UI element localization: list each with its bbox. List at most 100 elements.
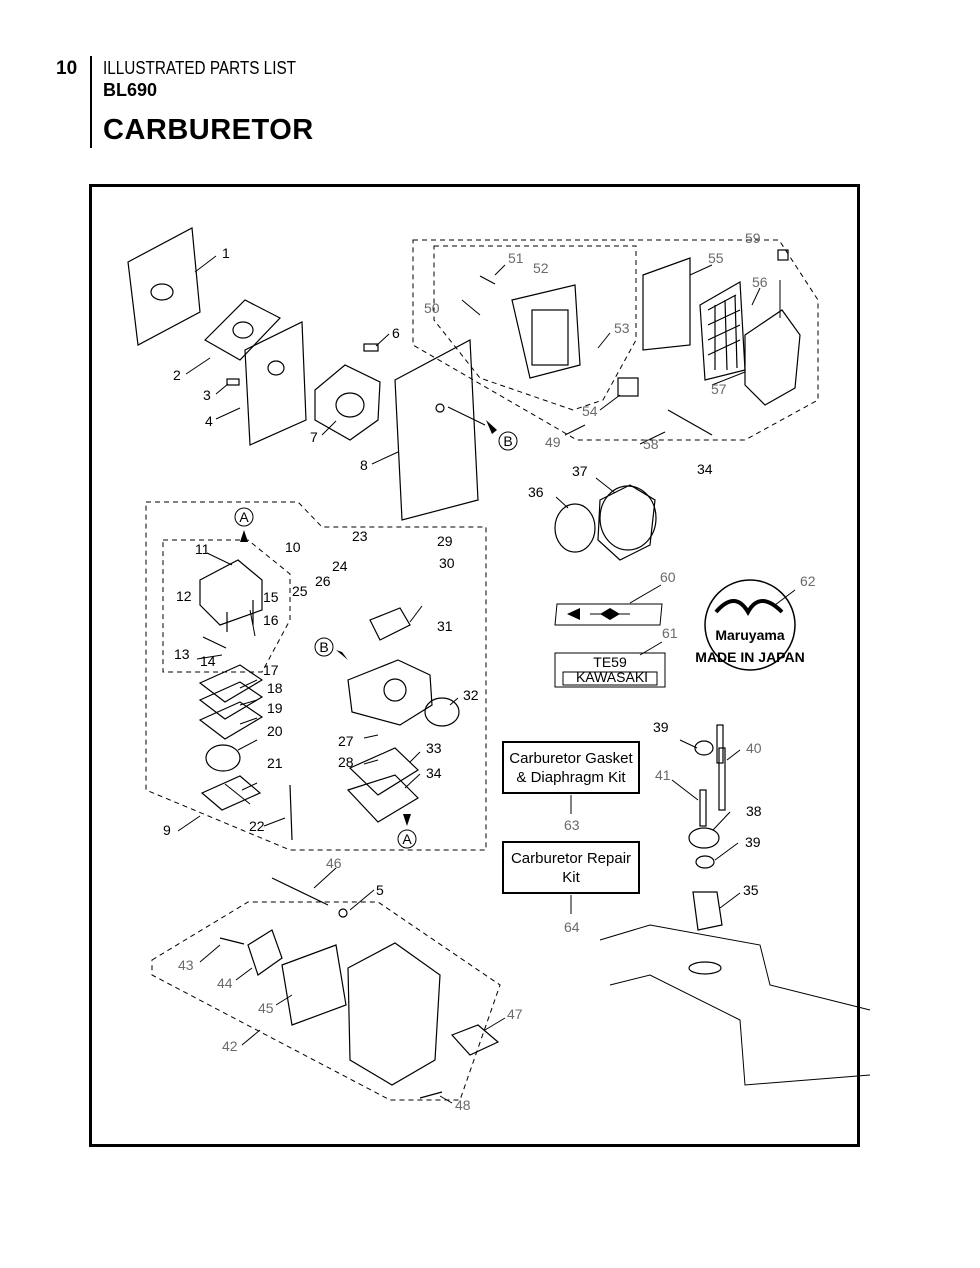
label-11: 11 — [195, 541, 210, 557]
part-62-brand-decal: Maruyama MADE IN JAPAN — [695, 579, 805, 671]
label-24: 24 — [332, 558, 348, 574]
label-6: 6 — [392, 325, 400, 341]
label-42: 42 — [222, 1038, 238, 1054]
label-51: 51 — [508, 250, 524, 266]
diagram-frame — [89, 184, 860, 1147]
label-26: 26 — [315, 573, 331, 589]
label-39-top: 39 — [653, 719, 669, 735]
label-57: 57 — [711, 381, 727, 397]
group-outline-49 — [412, 239, 819, 441]
group-outline-9 — [145, 501, 487, 851]
part-55-element — [642, 257, 691, 351]
label-45: 45 — [258, 1000, 274, 1016]
group-outline-42 — [151, 901, 501, 1101]
repair-kit-box: Carburetor Repair Kit — [502, 841, 640, 894]
label-54: 54 — [582, 403, 598, 419]
brand-text: Maruyama — [715, 627, 784, 643]
callout-a-top: A — [239, 509, 249, 525]
gasket-diaphragm-kit-box: Carburetor Gasket & Diaphragm Kit — [502, 741, 640, 794]
label-43: 43 — [178, 957, 194, 973]
made-in-japan-text: MADE IN JAPAN — [695, 649, 804, 665]
label-58: 58 — [643, 436, 659, 452]
callout-b-circle-top — [498, 431, 518, 451]
page-number: 10 — [56, 58, 78, 79]
label-32: 32 — [463, 687, 479, 703]
group-outline-10 — [162, 539, 291, 673]
part-2-insulator — [204, 299, 281, 361]
label-60: 60 — [660, 569, 676, 585]
part-10-pump-cover — [199, 559, 263, 626]
callout-a-arrow-top — [240, 530, 248, 542]
label-53: 53 — [614, 320, 630, 336]
label-4: 4 — [205, 413, 213, 429]
label-40: 40 — [746, 740, 762, 756]
label-21: 21 — [267, 755, 283, 771]
label-46: 46 — [326, 855, 342, 871]
label-52: 52 — [533, 260, 549, 276]
label-10: 10 — [285, 539, 301, 555]
repair-kit-label: Carburetor Repair Kit — [510, 849, 632, 886]
label-49: 49 — [545, 434, 561, 450]
part-52-bracket — [511, 284, 581, 379]
callout-a-circle-bottom — [397, 829, 417, 849]
part-56-frame — [699, 280, 746, 381]
label-19: 19 — [267, 700, 283, 716]
part-32-gasket — [424, 697, 460, 727]
label-38: 38 — [746, 803, 762, 819]
te59-model-text: TE59 — [593, 654, 627, 670]
label-2: 2 — [173, 367, 181, 383]
callout-b-mid: B — [319, 639, 328, 655]
gasket-diaphragm-kit-label: Carburetor Gasket & Diaphragm Kit — [509, 749, 633, 786]
label-3: 3 — [203, 387, 211, 403]
label-17: 17 — [263, 662, 279, 678]
part-58-bolt — [667, 409, 713, 436]
label-61: 61 — [662, 625, 678, 641]
label-29: 29 — [437, 533, 453, 549]
callout-b-arrow-mid — [336, 650, 348, 660]
part-46-bolt — [271, 877, 329, 906]
callout-a-bottom: A — [402, 831, 412, 847]
part-muffler — [347, 942, 441, 1086]
callout-a-circle-top — [234, 507, 254, 527]
label-27: 27 — [338, 733, 354, 749]
label-5: 5 — [376, 882, 384, 898]
te59-maker-text: KAWASAKI — [576, 669, 648, 685]
label-44: 44 — [217, 975, 233, 991]
callout-b-circle-mid — [314, 637, 334, 657]
label-33: 33 — [426, 740, 442, 756]
label-18: 18 — [267, 680, 283, 696]
label-31: 31 — [437, 618, 453, 634]
label-35: 35 — [743, 882, 759, 898]
label-20: 20 — [267, 723, 283, 739]
part-36-cap — [554, 503, 596, 553]
label-7: 7 — [310, 429, 318, 445]
header-divider — [90, 56, 92, 148]
model-number: BL690 — [103, 80, 158, 100]
label-50: 50 — [424, 300, 440, 316]
label-48: 48 — [455, 1097, 471, 1113]
group-outline-50 — [433, 245, 637, 411]
callout-b-arrow-top — [486, 420, 497, 434]
label-39-bottom: 39 — [745, 834, 761, 850]
part-8-gasket — [394, 339, 479, 521]
label-16: 16 — [263, 612, 279, 628]
document-subtitle: ILLUSTRATED PARTS LIST — [103, 58, 297, 78]
label-56: 56 — [752, 274, 768, 290]
label-25: 25 — [292, 583, 308, 599]
callout-a-arrow-bottom — [403, 814, 411, 826]
label-28: 28 — [338, 754, 354, 770]
part-57-cover — [744, 309, 801, 406]
label-1: 1 — [222, 245, 230, 261]
label-63: 63 — [564, 817, 580, 833]
label-62: 62 — [800, 573, 816, 589]
label-9: 9 — [163, 822, 171, 838]
label-15: 15 — [263, 589, 279, 605]
label-30: 30 — [439, 555, 455, 571]
label-64: 64 — [564, 919, 580, 935]
page-title: CARBURETOR — [103, 114, 314, 146]
label-34-air: 34 — [697, 461, 713, 477]
part-61-te59-decal: TE59 KAWASAKI — [554, 652, 666, 688]
label-37: 37 — [572, 463, 588, 479]
label-23: 23 — [352, 528, 368, 544]
